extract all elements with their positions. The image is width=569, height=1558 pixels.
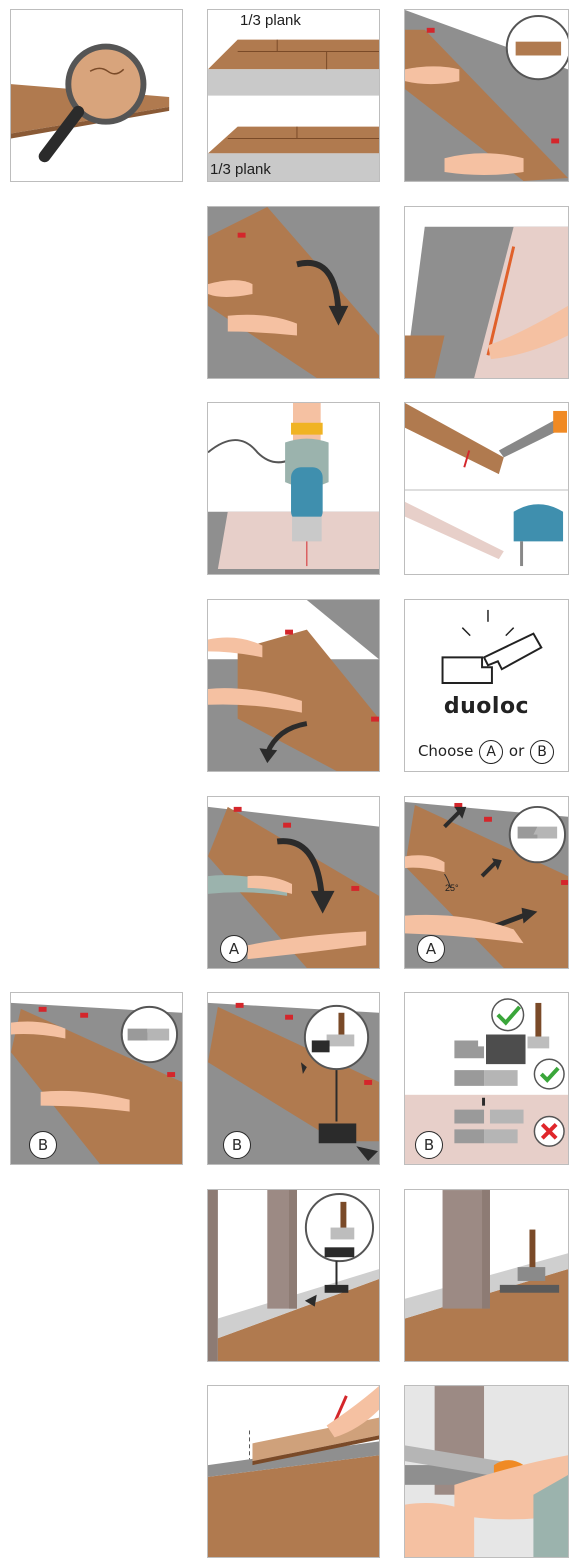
drill-panel	[207, 402, 380, 575]
option-b-badge: B	[29, 1131, 57, 1159]
plank-offset-panel: 1/3 plank 1/3 plank	[207, 9, 380, 182]
method-a-tap-panel: 25° A	[404, 796, 569, 969]
pull-bar-panel	[404, 1189, 569, 1362]
option-b-badge-3: B	[415, 1131, 443, 1159]
option-a-badge: A	[220, 935, 248, 963]
inspect-planks-panel	[10, 9, 183, 182]
option-a-circle: A	[479, 740, 503, 764]
plank-label-bottom: 1/3 plank	[210, 161, 271, 178]
first-row-panel	[404, 9, 569, 182]
option-b-circle: B	[530, 740, 554, 764]
saw-door-frame-panel	[404, 1385, 569, 1558]
method-b-press-panel: B	[10, 992, 183, 1165]
option-b-badge-2: B	[223, 1131, 251, 1159]
angle-plank-down-panel	[207, 206, 380, 379]
angle-label: 25°	[445, 883, 459, 893]
choose-or: or	[509, 742, 524, 760]
cutting-tools-panel	[404, 402, 569, 575]
plank-label-top: 1/3 plank	[240, 12, 301, 29]
method-a-fold-down-panel: A	[207, 796, 380, 969]
choose-prefix: Choose	[418, 742, 473, 760]
method-b-check-panel: B	[404, 992, 569, 1165]
mark-plank-panel	[404, 206, 569, 379]
method-b-hammer-panel: B	[207, 992, 380, 1165]
choose-option-text: Choose A or B	[405, 740, 568, 764]
mark-last-plank-panel	[207, 1385, 380, 1558]
brand-name: duoloc	[405, 694, 568, 719]
magnifier-illustration	[11, 10, 182, 181]
angle-in-next-row-panel	[207, 599, 380, 772]
door-frame-tap-panel	[207, 1189, 380, 1362]
duoloc-intro-panel: duoloc Choose A or B	[404, 599, 569, 772]
option-a-badge-2: A	[417, 935, 445, 963]
